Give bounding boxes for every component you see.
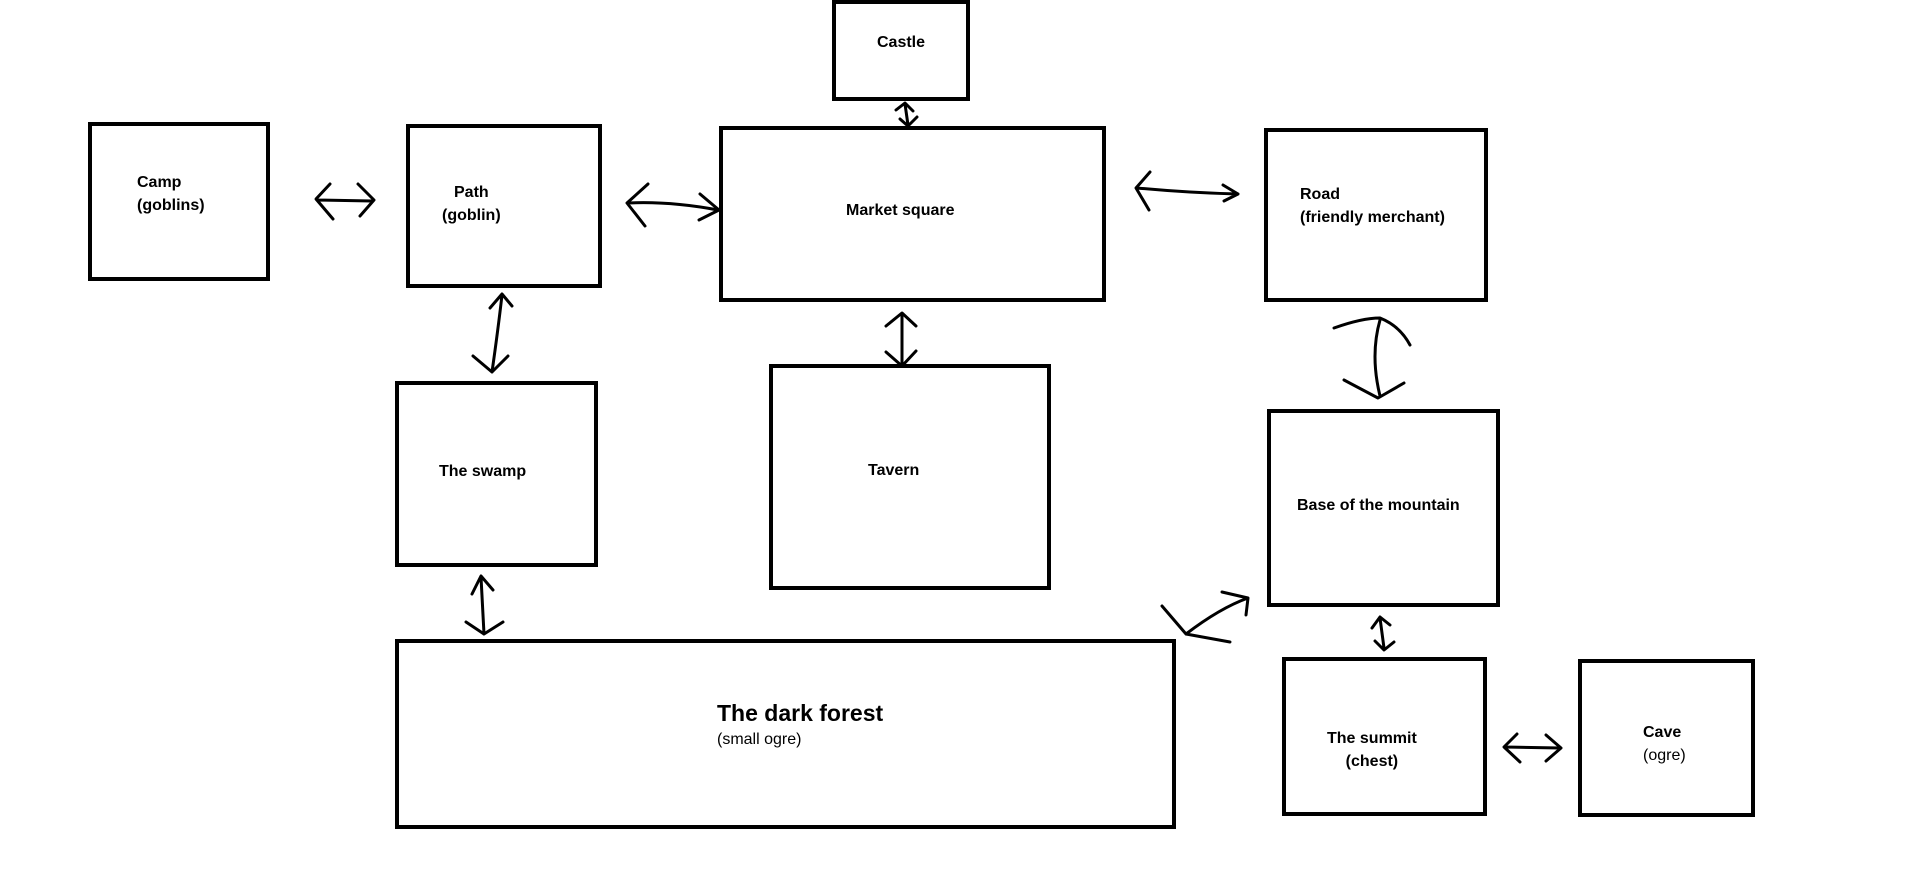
label-road-name: Road [1300,186,1340,203]
room-dark-forest [395,639,1176,829]
arrow-camp-path [314,182,376,221]
label-forest-name: The dark forest [717,700,884,726]
arrow-road-base [1332,316,1412,400]
label-swamp-name: The swamp [439,463,527,480]
room-camp [88,122,270,281]
label-path: Path (goblin) [442,181,501,227]
room-cave [1578,659,1755,817]
label-path-name: Path [454,184,489,201]
label-base-name: Base of the mountain [1297,497,1460,514]
label-road-detail: (friendly merchant) [1300,209,1445,226]
room-base-of-mountain [1267,409,1500,607]
room-tavern [769,364,1051,590]
label-cave-detail: (ogre) [1643,747,1686,764]
arrow-swamp-forest [464,574,505,636]
arrow-castle-market [894,101,919,128]
arrow-base-summit [1370,615,1396,652]
room-castle [832,0,970,101]
label-base-of-mountain: Base of the mountain [1297,494,1460,517]
label-tavern-name: Tavern [868,462,920,479]
label-forest-detail: (small ogre) [717,731,802,748]
label-castle-name: Castle [877,34,926,51]
room-swamp [395,381,598,567]
label-camp-name: Camp [137,174,182,191]
arrow-path-swamp [471,292,514,374]
room-path [406,124,602,288]
label-camp-detail: (goblins) [137,197,205,214]
label-summit-detail: (chest) [1345,753,1399,770]
room-road [1264,128,1488,302]
label-swamp: The swamp [439,460,526,483]
label-market-square: Market square [846,199,955,222]
label-cave: Cave (ogre) [1643,721,1686,767]
room-market-square [719,126,1106,302]
label-cave-name: Cave [1643,724,1682,741]
label-castle: Castle [877,31,925,54]
arrow-summit-cave [1502,732,1563,764]
arrow-forest-base [1160,590,1250,644]
room-summit [1282,657,1487,816]
arrow-market-tavern [884,311,918,368]
arrow-path-market [625,182,721,228]
label-summit: The summit (chest) [1327,727,1417,773]
label-path-detail: (goblin) [442,207,501,224]
label-road: Road (friendly merchant) [1300,183,1445,229]
label-camp: Camp (goblins) [137,171,205,217]
label-summit-name: The summit [1327,730,1417,747]
label-market-name: Market square [846,202,955,219]
label-tavern: Tavern [868,459,919,482]
arrow-market-road [1134,170,1240,212]
label-dark-forest: The dark forest (small ogre) [717,698,883,751]
